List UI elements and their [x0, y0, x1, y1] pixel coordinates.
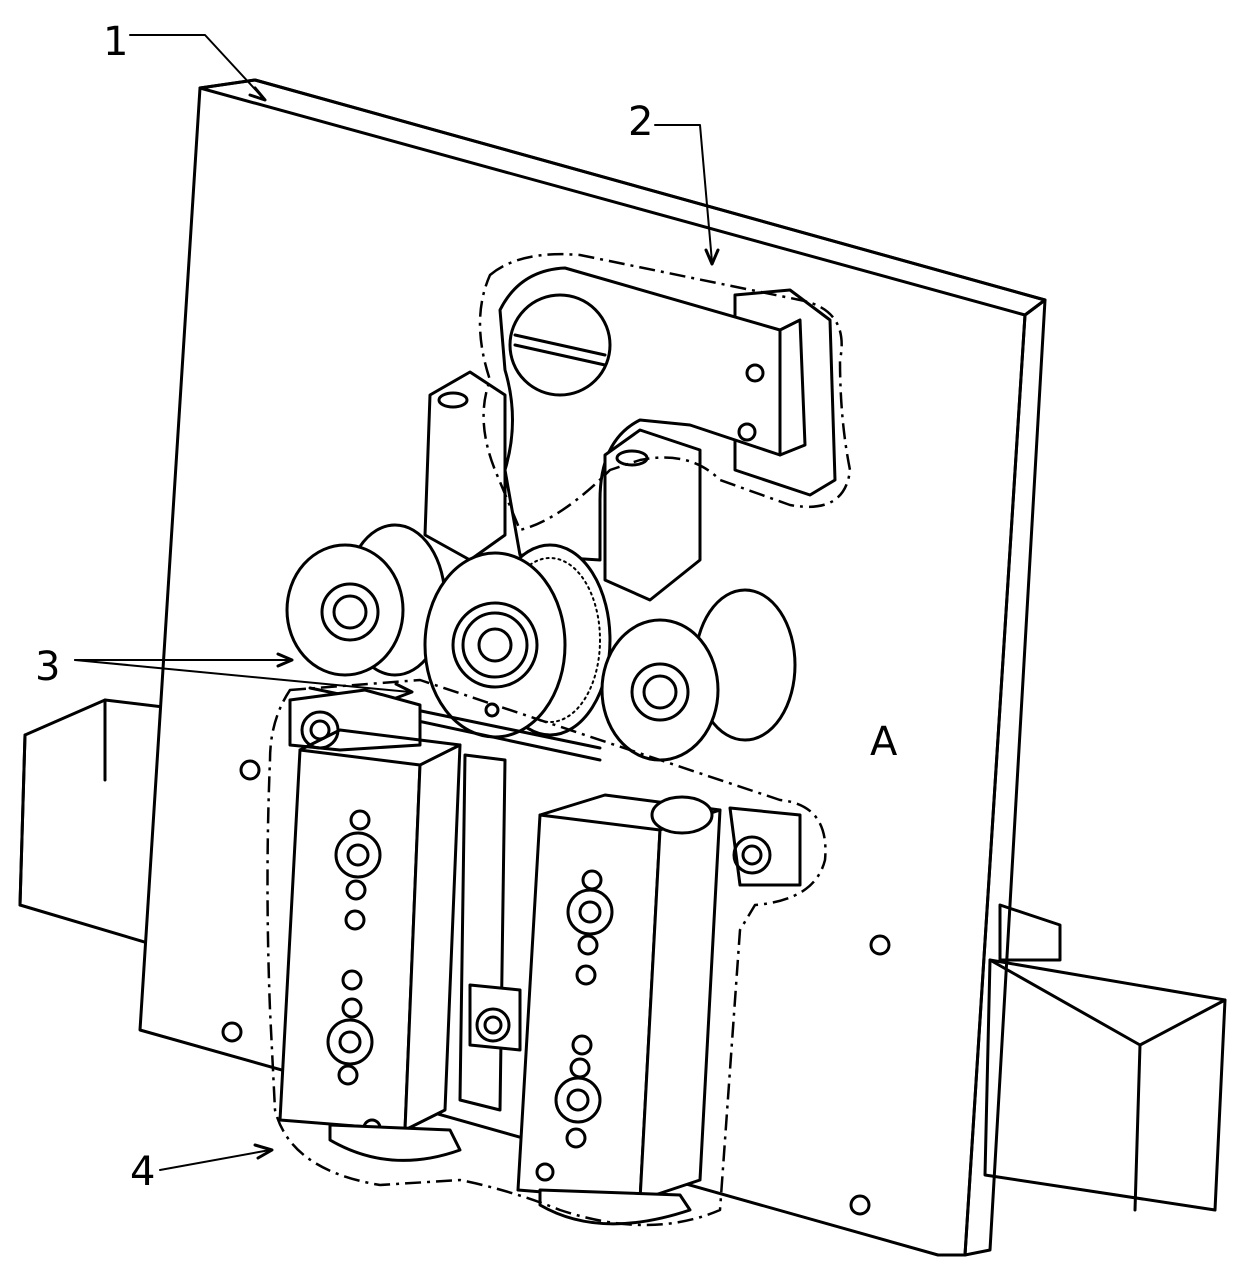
- right-clamp-block: [516, 793, 802, 1226]
- plate-hole: [239, 759, 261, 781]
- screw-hole: [737, 422, 757, 442]
- clamp-assembly: [278, 688, 802, 1226]
- plate-hole: [221, 1021, 243, 1043]
- left-roller: [285, 523, 447, 677]
- group-outline-2: [478, 252, 852, 532]
- tension-arm: [423, 266, 837, 602]
- right-roller: [600, 588, 797, 762]
- label-part-3: 3: [35, 644, 60, 690]
- label-view-a: A: [870, 719, 898, 765]
- roller-assembly: [285, 523, 797, 762]
- label-part-2: 2: [628, 99, 653, 145]
- label-part-1: 1: [103, 19, 128, 65]
- drive-gear: [423, 543, 612, 739]
- plate-hole: [869, 934, 891, 956]
- left-clamp-block: [278, 688, 462, 1162]
- leader-lines: [74, 34, 720, 1171]
- screw-hole: [745, 363, 765, 383]
- label-part-4: 4: [130, 1149, 155, 1195]
- plate-hole: [849, 1194, 871, 1216]
